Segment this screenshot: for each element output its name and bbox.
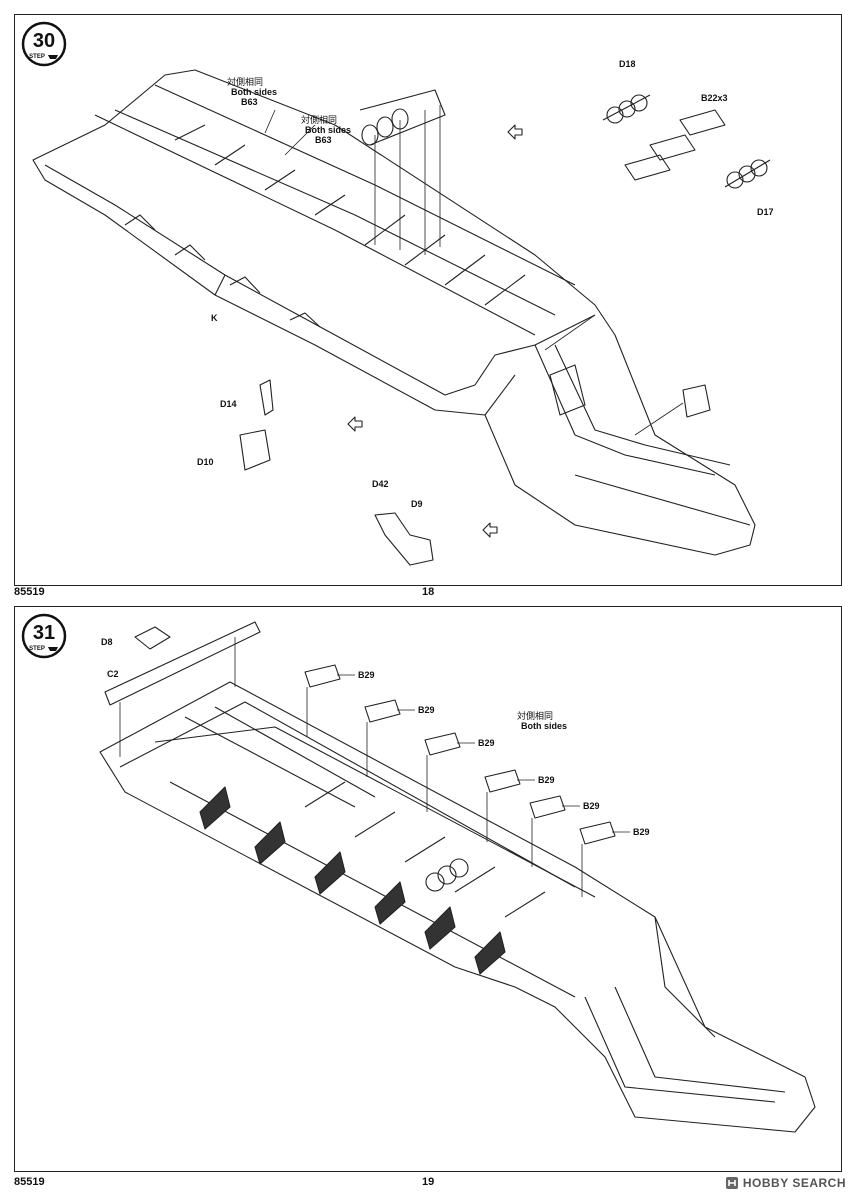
label-b63-2: B63	[315, 135, 332, 145]
brace	[424, 906, 456, 950]
part-b29	[304, 664, 341, 688]
part-b29	[424, 732, 461, 756]
label-b63-1: B63	[241, 97, 258, 107]
part-bracket-mid	[549, 364, 586, 416]
tank-b22	[649, 134, 696, 161]
label-k: K	[211, 313, 218, 323]
label-d42: D42	[372, 479, 389, 489]
step-31-number: 31	[33, 622, 55, 644]
step-30-diagram: 対側相同 Both sides B63 対側相同 Both sides B63 …	[32, 59, 774, 566]
trailer-frame	[99, 681, 816, 1133]
step-31-panel: 31 STEP	[14, 606, 842, 1172]
label-d18: D18	[619, 59, 636, 69]
cylinder	[361, 124, 379, 146]
brace	[314, 851, 346, 895]
hobby-search-logo-icon	[725, 1177, 738, 1189]
part-b29	[364, 699, 401, 723]
part-bracket-right	[682, 384, 711, 418]
kit-code: 85519	[14, 1176, 45, 1188]
rail-c2	[104, 621, 261, 706]
step-31-badge: 31 STEP	[21, 613, 67, 659]
label-b29-4: B29	[538, 775, 555, 785]
part-b29	[484, 769, 521, 793]
label-b29-1: B29	[358, 670, 375, 680]
label-d10: D10	[197, 457, 214, 467]
label-b29-3: B29	[478, 738, 495, 748]
part-b29	[579, 821, 616, 845]
label-d17: D17	[757, 207, 774, 217]
both-sides-en: Both sides	[521, 721, 567, 731]
page-number: 18	[422, 586, 435, 598]
kit-code: 85519	[14, 586, 45, 598]
step-31-word: STEP	[29, 646, 45, 652]
label-b29-2: B29	[418, 705, 435, 715]
label-d8: D8	[101, 637, 113, 647]
cylinder	[376, 116, 394, 138]
tank-b22	[679, 109, 726, 136]
both-sides-2-cjk: 対側相同	[301, 114, 337, 126]
page-footer-19: 85519 19	[14, 1176, 840, 1192]
label-b29-5: B29	[583, 801, 600, 811]
trailer-frame	[32, 69, 756, 556]
part-d42-d9	[374, 512, 434, 566]
tank-b22	[624, 154, 671, 181]
label-d14: D14	[220, 399, 237, 409]
brace	[199, 786, 231, 830]
part-d14	[259, 379, 274, 416]
label-b22: B22x3	[701, 93, 728, 103]
part-b29	[529, 795, 566, 819]
page-number: 19	[422, 1176, 435, 1188]
label-b29-6: B29	[633, 827, 650, 837]
step-30-panel: 30 STEP	[14, 14, 842, 586]
label-c2: C2	[107, 669, 119, 679]
both-sides-1-en: Both sides	[231, 87, 277, 97]
step-30-word: STEP	[29, 54, 45, 60]
page-footer-18: 85519 18	[14, 586, 840, 602]
label-d9: D9	[411, 499, 423, 509]
step-30-badge: 30 STEP	[21, 21, 67, 67]
part-d10	[239, 429, 271, 471]
brace	[374, 881, 406, 925]
part-d8	[134, 626, 171, 650]
step-31-diagram: D8 C2 B29 B29 B29 B29 B29 B29 対側相同 Both …	[99, 621, 816, 1133]
both-sides-2-en: Both sides	[305, 125, 351, 135]
hobby-search-watermark: HOBBY SEARCH	[725, 1174, 846, 1192]
brace	[474, 931, 506, 975]
step-30-number: 30	[33, 30, 55, 52]
both-sides-1-cjk: 対側相同	[227, 76, 263, 88]
both-sides-cjk: 対側相同	[517, 710, 553, 722]
brace	[254, 821, 286, 865]
watermark-text: HOBBY SEARCH	[742, 1176, 846, 1190]
